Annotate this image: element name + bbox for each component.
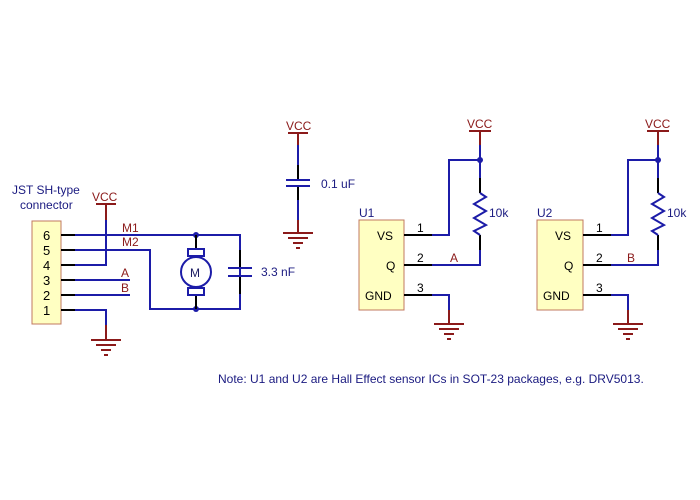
u2-pullup-value: 10k [667,206,687,220]
resistor-icon [472,192,489,236]
net-label-m1: M1 [122,221,139,235]
motor-symbol: M [190,266,200,280]
u1-hall-sensor: U1 VS Q GND 1 2 3 VCC 10k A [358,117,509,340]
u1-pin-num-1: 1 [417,221,424,235]
vcc-wire-pin4 [75,220,107,266]
gnd-wire-pin1 [75,309,107,325]
u2-pin-num-1: 1 [596,221,603,235]
connector-title-line1: JST SH-type [12,183,80,197]
u2-pin-num-3: 3 [596,281,603,295]
resistor-icon [650,192,667,236]
decoupling-cap-value: 0.1 uF [321,177,355,191]
connector-pin-3: 3 [43,273,50,288]
vcc-label: VCC [467,117,493,131]
dc-motor: M [180,232,212,312]
u1-pullup-value: 10k [489,206,509,220]
net-label-b: B [627,251,635,265]
net-label-a-connector: A [121,266,129,280]
ground-symbol [613,310,643,340]
u1-body [358,219,405,311]
u2-q-wire [611,250,659,266]
u2-gnd-wire [611,294,629,310]
u2-pin-num-2: 2 [596,251,603,265]
ground-symbol [434,310,464,340]
vcc-symbol [288,132,308,145]
u1-pin-stubs [404,234,432,296]
u1-vs-wire [432,145,481,236]
connector-ground [75,309,121,356]
connector-pin-6: 6 [43,228,50,243]
decoupling-capacitor: VCC 0.1 uF [283,119,355,249]
u1-pin-vs: VS [377,229,393,243]
u2-pin-vs: VS [555,229,571,243]
u1-pin-gnd: GND [365,289,392,303]
u1-pin-num-2: 2 [417,251,424,265]
motor-capacitor: 3.3 nF [228,235,295,309]
motor-cap-value: 3.3 nF [261,265,295,279]
u2-hall-sensor: U2 VS Q GND 1 2 3 VCC 10k B [536,117,687,340]
capacitor-icon [228,267,252,277]
motor-icon [180,256,212,288]
connector-pin-4: 4 [43,258,50,273]
schematic-note: Note: U1 and U2 are Hall Effect sensor I… [218,372,644,386]
connector-pin-2: 2 [43,288,50,303]
vcc-symbol [469,130,491,145]
motor-brush-top [187,248,205,257]
u2-pin-gnd: GND [543,289,570,303]
ground-symbol [283,220,313,249]
connector-body [31,220,62,325]
u1-pin-q: Q [386,259,395,273]
u2-ref: U2 [537,206,553,220]
u1-ref: U1 [359,206,375,220]
motor-brush-bottom [187,287,205,296]
connector-pin-5: 5 [43,243,50,258]
net-label-b-connector: B [121,281,129,295]
u1-pin-num-3: 3 [417,281,424,295]
vcc-label: VCC [286,119,312,133]
jst-connector: JST SH-type connector 6 5 4 3 2 1 [12,183,80,325]
vcc-symbol [96,203,116,220]
connector-vcc: VCC [75,190,118,266]
connector-pin-1: 1 [43,303,50,318]
u2-vs-wire [611,145,659,236]
u1-gnd-wire [432,294,450,310]
net-label-m2: M2 [122,235,139,249]
u2-pin-q: Q [564,259,573,273]
connector-pin-stubs [61,234,75,311]
capacitor-icon [286,179,310,187]
ground-symbol [91,325,121,356]
vcc-label: VCC [645,117,671,131]
u2-body [536,219,584,311]
u1-q-wire [432,250,481,266]
ab-wires [75,279,130,296]
net-label-a: A [450,251,458,265]
m-loop-wire [75,234,241,310]
u2-pin-stubs [583,234,611,296]
vcc-label: VCC [92,190,118,204]
connector-title-line2: connector [20,198,73,212]
vcc-symbol [647,130,669,145]
